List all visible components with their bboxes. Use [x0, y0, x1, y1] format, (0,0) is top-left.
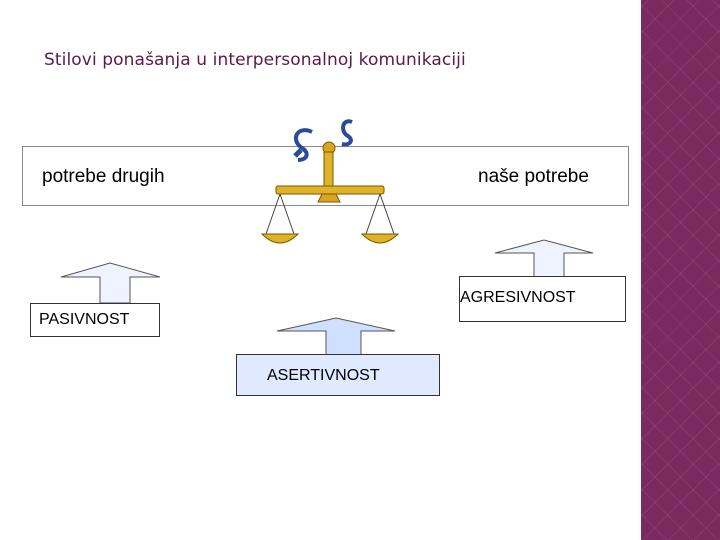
up-arrow-icon: [494, 239, 594, 279]
balance-scale-icon: [252, 110, 402, 255]
aggressive-label: AGRESIVNOST: [459, 276, 626, 322]
up-arrow-icon: [60, 262, 162, 304]
passive-label: PASIVNOST: [30, 303, 160, 337]
page-title: Stilovi ponašanja u interpersonalnoj kom…: [44, 50, 466, 70]
up-arrow-icon: [276, 317, 396, 357]
side-panel: [641, 0, 720, 540]
needs-left-label: potrebe drugih: [42, 166, 165, 188]
assertive-label: ASERTIVNOST: [236, 354, 440, 396]
needs-right-label: naše potrebe: [478, 166, 589, 188]
